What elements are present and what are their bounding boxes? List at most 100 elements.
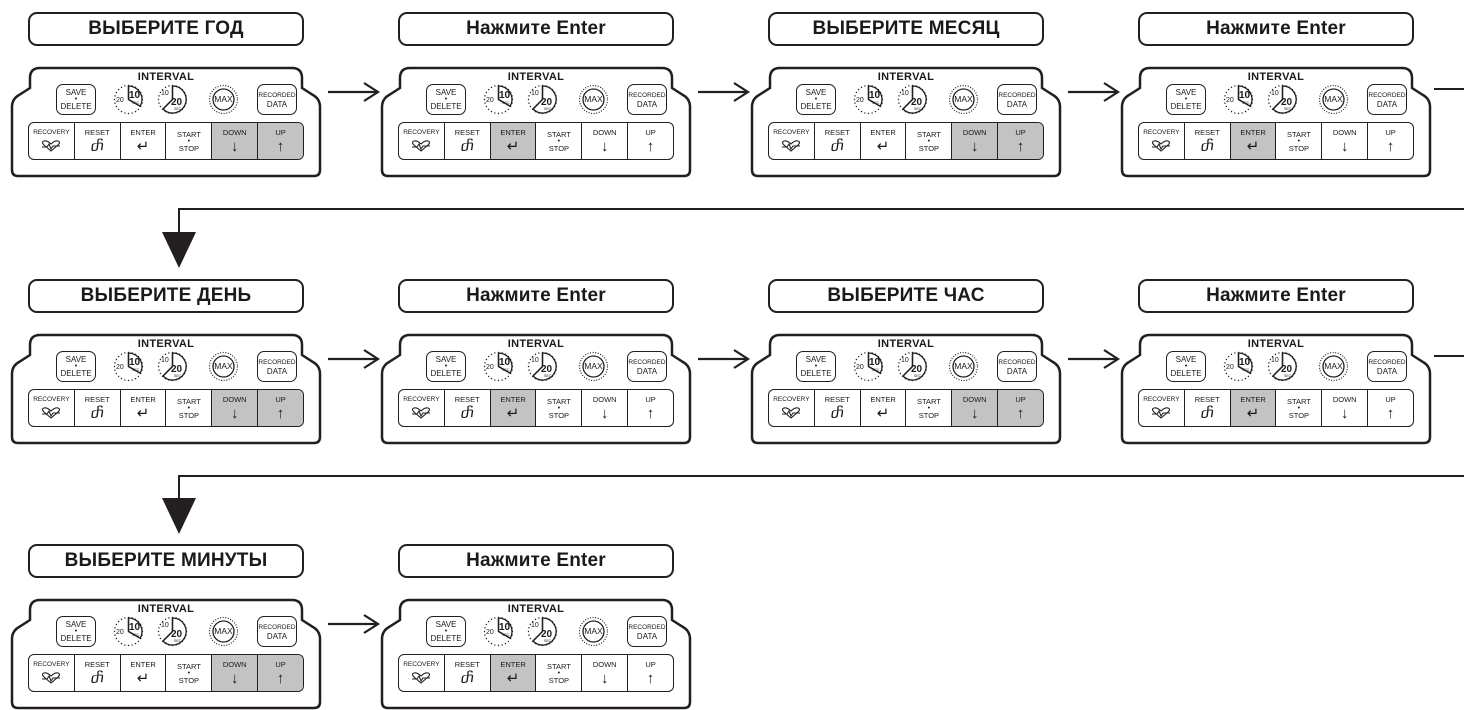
up-button[interactable]: UP ↑ bbox=[1368, 390, 1413, 426]
max-dial-icon[interactable]: MAX bbox=[1318, 84, 1349, 115]
max-dial-icon[interactable]: MAX bbox=[578, 616, 609, 647]
up-button[interactable]: UP ↑ bbox=[628, 655, 673, 691]
save-delete-button[interactable]: SAVE • DELETE bbox=[426, 616, 466, 647]
interval-10-dial-icon[interactable]: 10 20 SEC. bbox=[1223, 351, 1254, 382]
down-button[interactable]: DOWN ↓ bbox=[952, 123, 999, 159]
recorded-data-button[interactable]: RECORDED DATA bbox=[1367, 351, 1407, 382]
max-dial-icon[interactable]: MAX bbox=[948, 84, 979, 115]
down-button[interactable]: DOWN ↓ bbox=[582, 123, 629, 159]
max-dial-icon[interactable]: MAX bbox=[208, 616, 239, 647]
down-button[interactable]: DOWN ↓ bbox=[582, 390, 629, 426]
enter-button[interactable]: ENTER ↵ bbox=[861, 390, 907, 426]
max-dial-icon[interactable]: MAX bbox=[578, 84, 609, 115]
recovery-button[interactable]: RECOVERY bbox=[29, 123, 75, 159]
reset-button[interactable]: RESET ⴥ bbox=[75, 123, 121, 159]
enter-button[interactable]: ENTER ↵ bbox=[490, 655, 537, 691]
interval-20-dial-icon[interactable]: 10 20 SEC. bbox=[897, 351, 928, 382]
up-button[interactable]: UP ↑ bbox=[628, 123, 673, 159]
recorded-data-button[interactable]: RECORDED DATA bbox=[997, 84, 1037, 115]
down-button[interactable]: DOWN ↓ bbox=[952, 390, 999, 426]
interval-20-dial-icon[interactable]: 10 20 SEC. bbox=[1267, 351, 1298, 382]
interval-10-dial-icon[interactable]: 10 20 SEC. bbox=[483, 616, 514, 647]
down-button[interactable]: DOWN ↓ bbox=[212, 655, 259, 691]
interval-20-dial-icon[interactable]: 10 20 SEC. bbox=[1267, 84, 1298, 115]
recorded-data-button[interactable]: RECORDED DATA bbox=[257, 616, 297, 647]
recorded-data-button[interactable]: RECORDED DATA bbox=[1367, 84, 1407, 115]
max-dial-icon[interactable]: MAX bbox=[208, 351, 239, 382]
recorded-data-button[interactable]: RECORDED DATA bbox=[997, 351, 1037, 382]
reset-button[interactable]: RESET ⴥ bbox=[815, 123, 861, 159]
down-button[interactable]: DOWN ↓ bbox=[1322, 123, 1369, 159]
recovery-button[interactable]: RECOVERY bbox=[29, 655, 75, 691]
interval-20-dial-icon[interactable]: 10 20 SEC. bbox=[897, 84, 928, 115]
interval-10-dial-icon[interactable]: 10 20 SEC. bbox=[853, 84, 884, 115]
up-button[interactable]: UP ↑ bbox=[628, 390, 673, 426]
start-stop-button[interactable]: START • STOP bbox=[536, 390, 583, 426]
recorded-data-button[interactable]: RECORDED DATA bbox=[257, 84, 297, 115]
recovery-button[interactable]: RECOVERY bbox=[1139, 123, 1185, 159]
start-stop-button[interactable]: START • STOP bbox=[1276, 390, 1323, 426]
down-button[interactable]: DOWN ↓ bbox=[212, 123, 259, 159]
reset-button[interactable]: RESET ⴥ bbox=[1185, 390, 1231, 426]
save-delete-button[interactable]: SAVE • DELETE bbox=[56, 84, 96, 115]
interval-10-dial-icon[interactable]: 10 20 SEC. bbox=[113, 84, 144, 115]
interval-10-dial-icon[interactable]: 10 20 SEC. bbox=[113, 351, 144, 382]
down-button[interactable]: DOWN ↓ bbox=[212, 390, 259, 426]
enter-button[interactable]: ENTER ↵ bbox=[121, 123, 167, 159]
down-button[interactable]: DOWN ↓ bbox=[582, 655, 629, 691]
interval-10-dial-icon[interactable]: 10 20 SEC. bbox=[853, 351, 884, 382]
interval-20-dial-icon[interactable]: 10 20 SEC. bbox=[157, 84, 188, 115]
recovery-button[interactable]: RECOVERY bbox=[399, 123, 445, 159]
up-button[interactable]: UP ↑ bbox=[258, 390, 303, 426]
up-button[interactable]: UP ↑ bbox=[998, 123, 1043, 159]
recovery-button[interactable]: RECOVERY bbox=[399, 390, 445, 426]
start-stop-button[interactable]: START • STOP bbox=[536, 655, 583, 691]
max-dial-icon[interactable]: MAX bbox=[1318, 351, 1349, 382]
interval-10-dial-icon[interactable]: 10 20 SEC. bbox=[483, 84, 514, 115]
save-delete-button[interactable]: SAVE • DELETE bbox=[56, 351, 96, 382]
reset-button[interactable]: RESET ⴥ bbox=[815, 390, 861, 426]
save-delete-button[interactable]: SAVE • DELETE bbox=[426, 351, 466, 382]
up-button[interactable]: UP ↑ bbox=[998, 390, 1043, 426]
recovery-button[interactable]: RECOVERY bbox=[29, 390, 75, 426]
reset-button[interactable]: RESET ⴥ bbox=[445, 123, 491, 159]
interval-10-dial-icon[interactable]: 10 20 SEC. bbox=[1223, 84, 1254, 115]
start-stop-button[interactable]: START • STOP bbox=[906, 123, 953, 159]
enter-button[interactable]: ENTER ↵ bbox=[1230, 390, 1277, 426]
save-delete-button[interactable]: SAVE • DELETE bbox=[1166, 351, 1206, 382]
interval-20-dial-icon[interactable]: 10 20 SEC. bbox=[157, 351, 188, 382]
start-stop-button[interactable]: START • STOP bbox=[166, 123, 213, 159]
reset-button[interactable]: RESET ⴥ bbox=[75, 655, 121, 691]
reset-button[interactable]: RESET ⴥ bbox=[445, 390, 491, 426]
recovery-button[interactable]: RECOVERY bbox=[769, 123, 815, 159]
save-delete-button[interactable]: SAVE • DELETE bbox=[796, 84, 836, 115]
recovery-button[interactable]: RECOVERY bbox=[769, 390, 815, 426]
down-button[interactable]: DOWN ↓ bbox=[1322, 390, 1369, 426]
enter-button[interactable]: ENTER ↵ bbox=[490, 390, 537, 426]
reset-button[interactable]: RESET ⴥ bbox=[1185, 123, 1231, 159]
recorded-data-button[interactable]: RECORDED DATA bbox=[627, 616, 667, 647]
enter-button[interactable]: ENTER ↵ bbox=[490, 123, 537, 159]
enter-button[interactable]: ENTER ↵ bbox=[861, 123, 907, 159]
save-delete-button[interactable]: SAVE • DELETE bbox=[426, 84, 466, 115]
up-button[interactable]: UP ↑ bbox=[1368, 123, 1413, 159]
interval-20-dial-icon[interactable]: 10 20 SEC. bbox=[527, 351, 558, 382]
start-stop-button[interactable]: START • STOP bbox=[1276, 123, 1323, 159]
recovery-button[interactable]: RECOVERY bbox=[1139, 390, 1185, 426]
recorded-data-button[interactable]: RECORDED DATA bbox=[627, 351, 667, 382]
start-stop-button[interactable]: START • STOP bbox=[166, 655, 213, 691]
save-delete-button[interactable]: SAVE • DELETE bbox=[56, 616, 96, 647]
interval-20-dial-icon[interactable]: 10 20 SEC. bbox=[157, 616, 188, 647]
interval-20-dial-icon[interactable]: 10 20 SEC. bbox=[527, 84, 558, 115]
enter-button[interactable]: ENTER ↵ bbox=[1230, 123, 1277, 159]
start-stop-button[interactable]: START • STOP bbox=[166, 390, 213, 426]
recorded-data-button[interactable]: RECORDED DATA bbox=[257, 351, 297, 382]
interval-10-dial-icon[interactable]: 10 20 SEC. bbox=[113, 616, 144, 647]
save-delete-button[interactable]: SAVE • DELETE bbox=[796, 351, 836, 382]
up-button[interactable]: UP ↑ bbox=[258, 123, 303, 159]
up-button[interactable]: UP ↑ bbox=[258, 655, 303, 691]
enter-button[interactable]: ENTER ↵ bbox=[121, 655, 167, 691]
max-dial-icon[interactable]: MAX bbox=[948, 351, 979, 382]
start-stop-button[interactable]: START • STOP bbox=[906, 390, 953, 426]
reset-button[interactable]: RESET ⴥ bbox=[75, 390, 121, 426]
